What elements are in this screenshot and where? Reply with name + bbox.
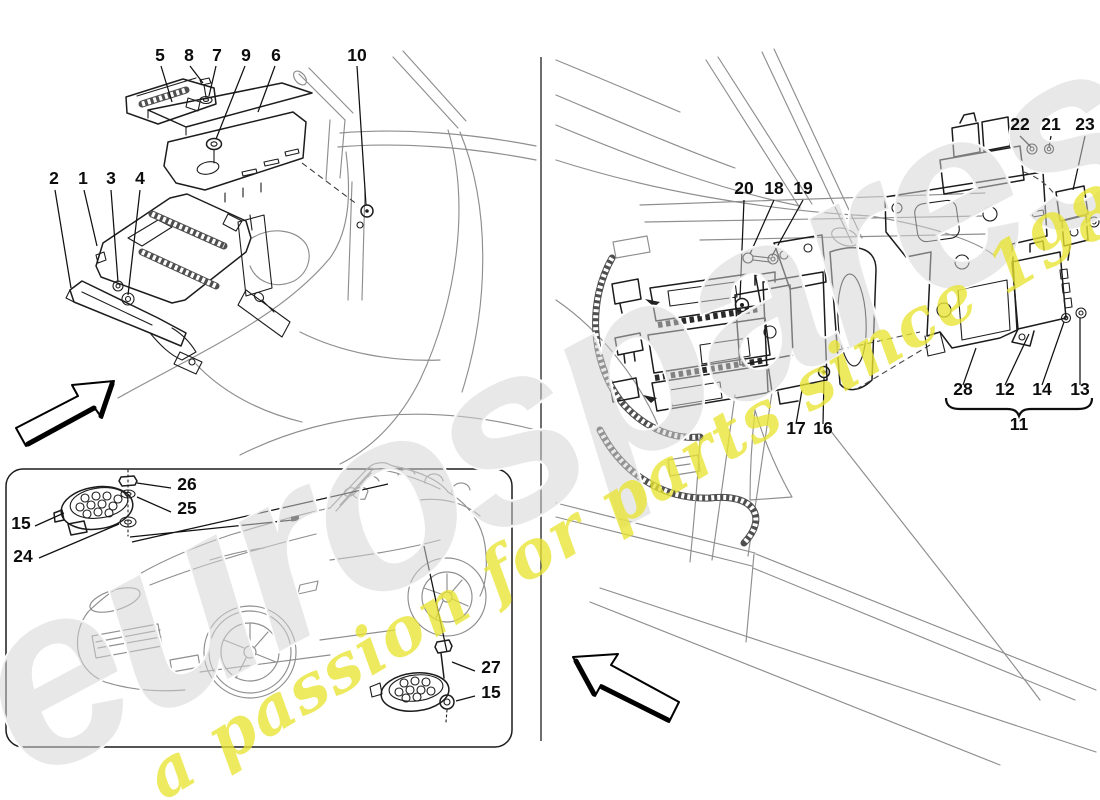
callout-14: 14 [1032, 379, 1052, 399]
callout-8: 8 [184, 45, 194, 65]
callout-4: 4 [135, 168, 145, 188]
callout-21: 21 [1041, 114, 1061, 134]
siren-grille-dots [75, 491, 123, 519]
callout-13: 13 [1070, 379, 1090, 399]
direction-arrow-front-icon [15, 380, 115, 447]
callout-11-group: 11 [1010, 414, 1029, 434]
callout-3: 3 [106, 168, 116, 188]
callout-9: 9 [241, 45, 251, 65]
group-brace [944, 397, 1094, 419]
callout-23: 23 [1075, 114, 1095, 134]
ecu-assembly [65, 77, 374, 375]
mounting-plate-group [884, 112, 1100, 419]
car-silhouette [76, 462, 487, 699]
callout-6: 6 [271, 45, 281, 65]
callout-22: 22 [1010, 114, 1030, 134]
callout-1: 1 [78, 168, 88, 188]
callout-27: 27 [481, 657, 500, 677]
callout-15b: 15 [481, 682, 501, 702]
callout-2: 2 [49, 168, 59, 188]
inset-panel [5, 462, 513, 748]
callout-12: 12 [995, 379, 1015, 399]
sill-sketch [555, 429, 1097, 766]
callout-28: 28 [953, 379, 973, 399]
callout-18: 18 [764, 178, 784, 198]
siren-grille-dots-2 [394, 676, 436, 703]
front-wheel [203, 605, 297, 699]
callout-5: 5 [155, 45, 165, 65]
leader-lines [34, 65, 1086, 702]
callout-labels: 5 8 7 9 6 10 2 1 3 4 26 25 15 24 27 15 2… [11, 45, 1095, 702]
ecu-stack [647, 234, 931, 412]
wiring-harness [592, 254, 760, 547]
callout-19: 19 [793, 178, 813, 198]
cabin-sketch [117, 50, 537, 465]
alarm-siren-detail [53, 469, 138, 537]
alarm-siren-underbody [369, 639, 455, 723]
rear-wheel [407, 557, 487, 637]
callout-7: 7 [212, 45, 222, 65]
callout-15a: 15 [11, 513, 31, 533]
callout-16: 16 [813, 418, 833, 438]
callout-20: 20 [734, 178, 754, 198]
callout-10: 10 [347, 45, 367, 65]
direction-arrow-rear-icon [572, 653, 680, 723]
callout-25: 25 [177, 498, 197, 518]
luggage-compartment-sketch [555, 48, 996, 561]
callout-24: 24 [13, 546, 33, 566]
callout-17: 17 [786, 418, 805, 438]
callout-26: 26 [177, 474, 197, 494]
